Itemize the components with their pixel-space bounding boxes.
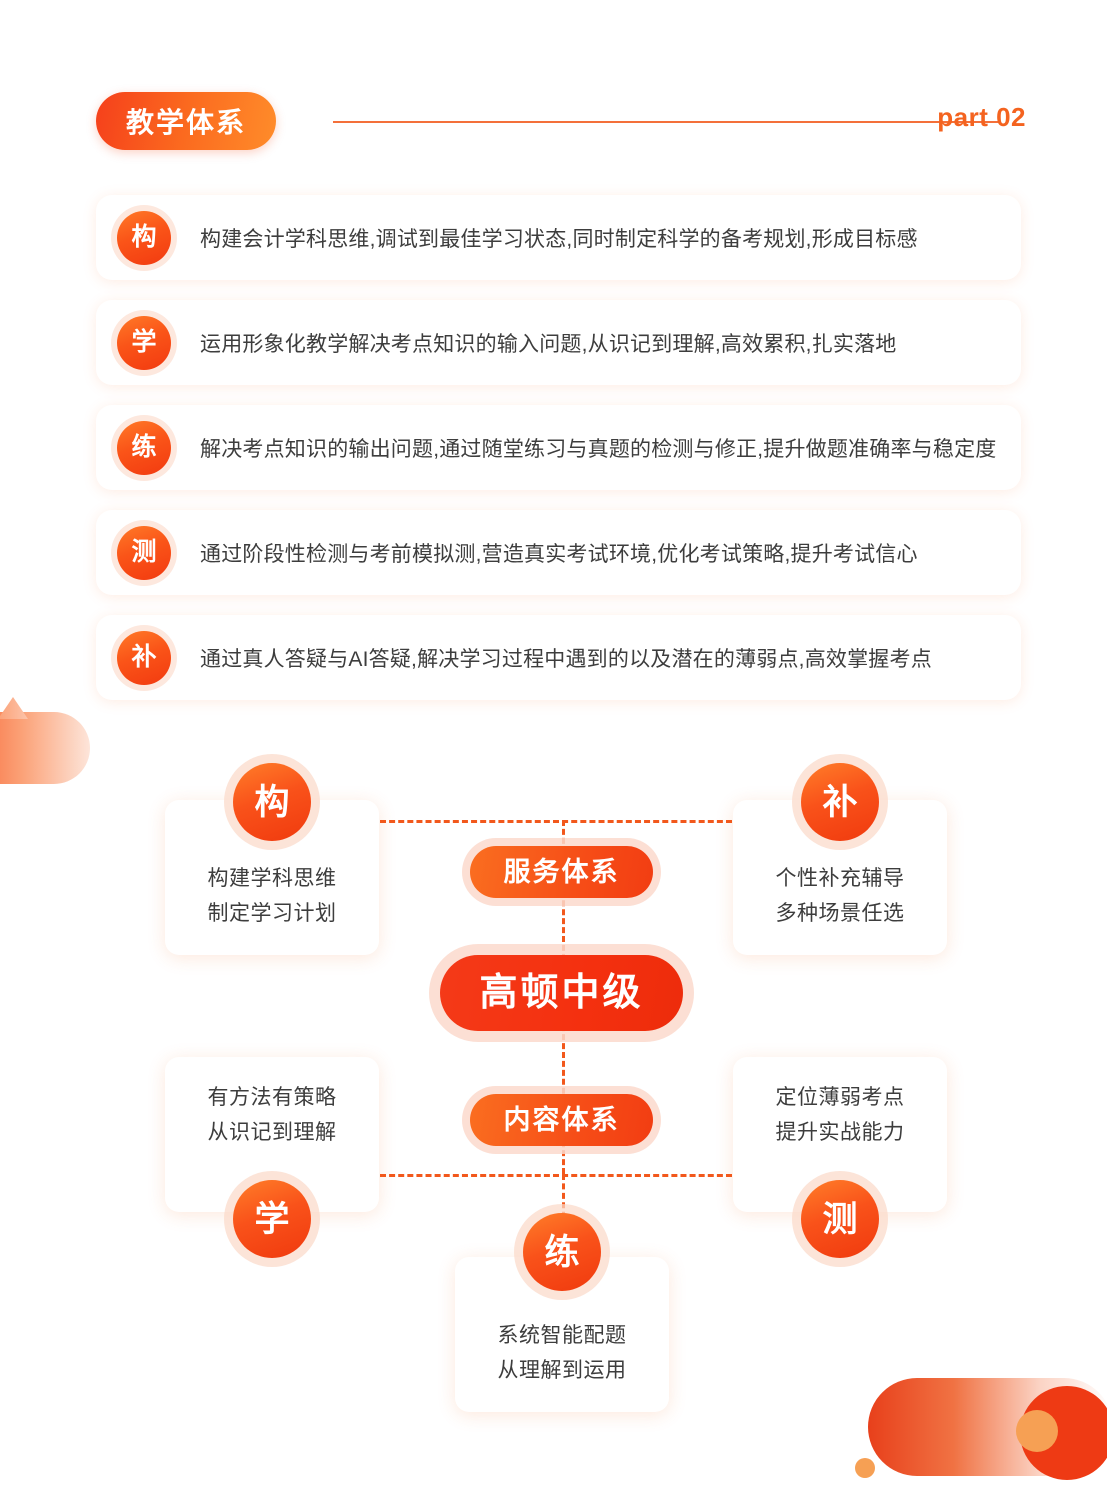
pill-content-system: 内容体系 [462,1086,661,1154]
badge-character: 补 [117,630,171,685]
connector-line-bottom [380,1174,732,1177]
feature-description: 解决考点知识的输出问题,通过随堂练习与真题的检测与修正,提升做题准确率与稳定度 [200,437,997,461]
node-line-1: 有方法有策略 [207,1086,337,1110]
node-badge-xue: 学 [224,1171,320,1267]
pill-label: 高顿中级 [440,955,683,1031]
badge-character: 学 [233,1180,311,1258]
decorative-blob-group [840,1368,1107,1491]
feature-row: 测 通过阶段性检测与考前模拟测,营造真实考试环境,优化考试策略,提升考试信心 [96,510,1021,595]
badge-character: 练 [117,420,171,475]
pill-service-system: 服务体系 [462,838,661,906]
connector-line-top [380,820,732,823]
diagram-node-ce: 定位薄弱考点 提升实战能力 [733,1057,947,1212]
node-badge-bu: 补 [792,754,888,850]
feature-description: 构建会计学科思维,调试到最佳学习状态,同时制定科学的备考规划,形成目标感 [200,227,918,251]
feature-badge: 构 [106,200,182,276]
badge-character: 练 [523,1213,601,1291]
node-line-2: 从理解到运用 [497,1358,627,1382]
feature-row: 构 构建会计学科思维,调试到最佳学习状态,同时制定科学的备考规划,形成目标感 [96,195,1021,280]
decorative-circle-small [855,1458,875,1478]
feature-row: 学 运用形象化教学解决考点知识的输入问题,从识记到理解,高效累积,扎实落地 [96,300,1021,385]
feature-description: 运用形象化教学解决考点知识的输入问题,从识记到理解,高效累积,扎实落地 [200,332,897,356]
feature-badge: 测 [106,515,182,591]
decorative-tab-shape [0,697,90,784]
pill-label: 服务体系 [470,846,653,898]
node-line-1: 个性补充辅导 [775,867,905,891]
part-label: part 02 [937,102,1026,132]
header-divider-line [333,121,1000,123]
node-line-2: 多种场景任选 [775,901,905,925]
badge-character: 测 [117,525,171,580]
feature-row: 练 解决考点知识的输出问题,通过随堂练习与真题的检测与修正,提升做题准确率与稳定… [96,405,1021,490]
decorative-tab-peak [0,697,28,719]
node-line-2: 制定学习计划 [207,901,337,925]
feature-badge: 学 [106,305,182,381]
feature-badge: 补 [106,620,182,696]
section-header: 教学体系 part 02 [96,92,1026,154]
node-badge-gou: 构 [224,754,320,850]
feature-description: 通过阶段性检测与考前模拟测,营造真实考试环境,优化考试策略,提升考试信心 [200,542,918,566]
node-line-2: 从识记到理解 [207,1120,337,1144]
node-badge-lian: 练 [514,1204,610,1300]
feature-list: 构 构建会计学科思维,调试到最佳学习状态,同时制定科学的备考规划,形成目标感 学… [96,195,1021,720]
section-title-badge: 教学体系 [96,92,277,150]
badge-character: 学 [117,315,171,370]
badge-character: 测 [801,1180,879,1258]
node-line-1: 构建学科思维 [207,867,337,891]
pill-label: 内容体系 [470,1094,653,1146]
decorative-circle-mid [1016,1410,1058,1452]
node-line-2: 提升实战能力 [775,1120,905,1144]
feature-description: 通过真人答疑与AI答疑,解决学习过程中遇到的以及潜在的薄弱点,高效掌握考点 [200,647,932,671]
badge-character: 构 [117,210,171,265]
node-line-1: 系统智能配题 [497,1324,627,1348]
feature-badge: 练 [106,410,182,486]
node-badge-ce: 测 [792,1171,888,1267]
badge-character: 构 [233,763,311,841]
feature-row: 补 通过真人答疑与AI答疑,解决学习过程中遇到的以及潜在的薄弱点,高效掌握考点 [96,615,1021,700]
node-line-1: 定位薄弱考点 [775,1086,905,1110]
badge-character: 补 [801,763,879,841]
pill-center-brand: 高顿中级 [429,944,694,1042]
system-diagram: 构建学科思维 制定学习计划 构 个性补充辅导 多种场景任选 补 有方法有策略 从… [0,745,1107,1425]
